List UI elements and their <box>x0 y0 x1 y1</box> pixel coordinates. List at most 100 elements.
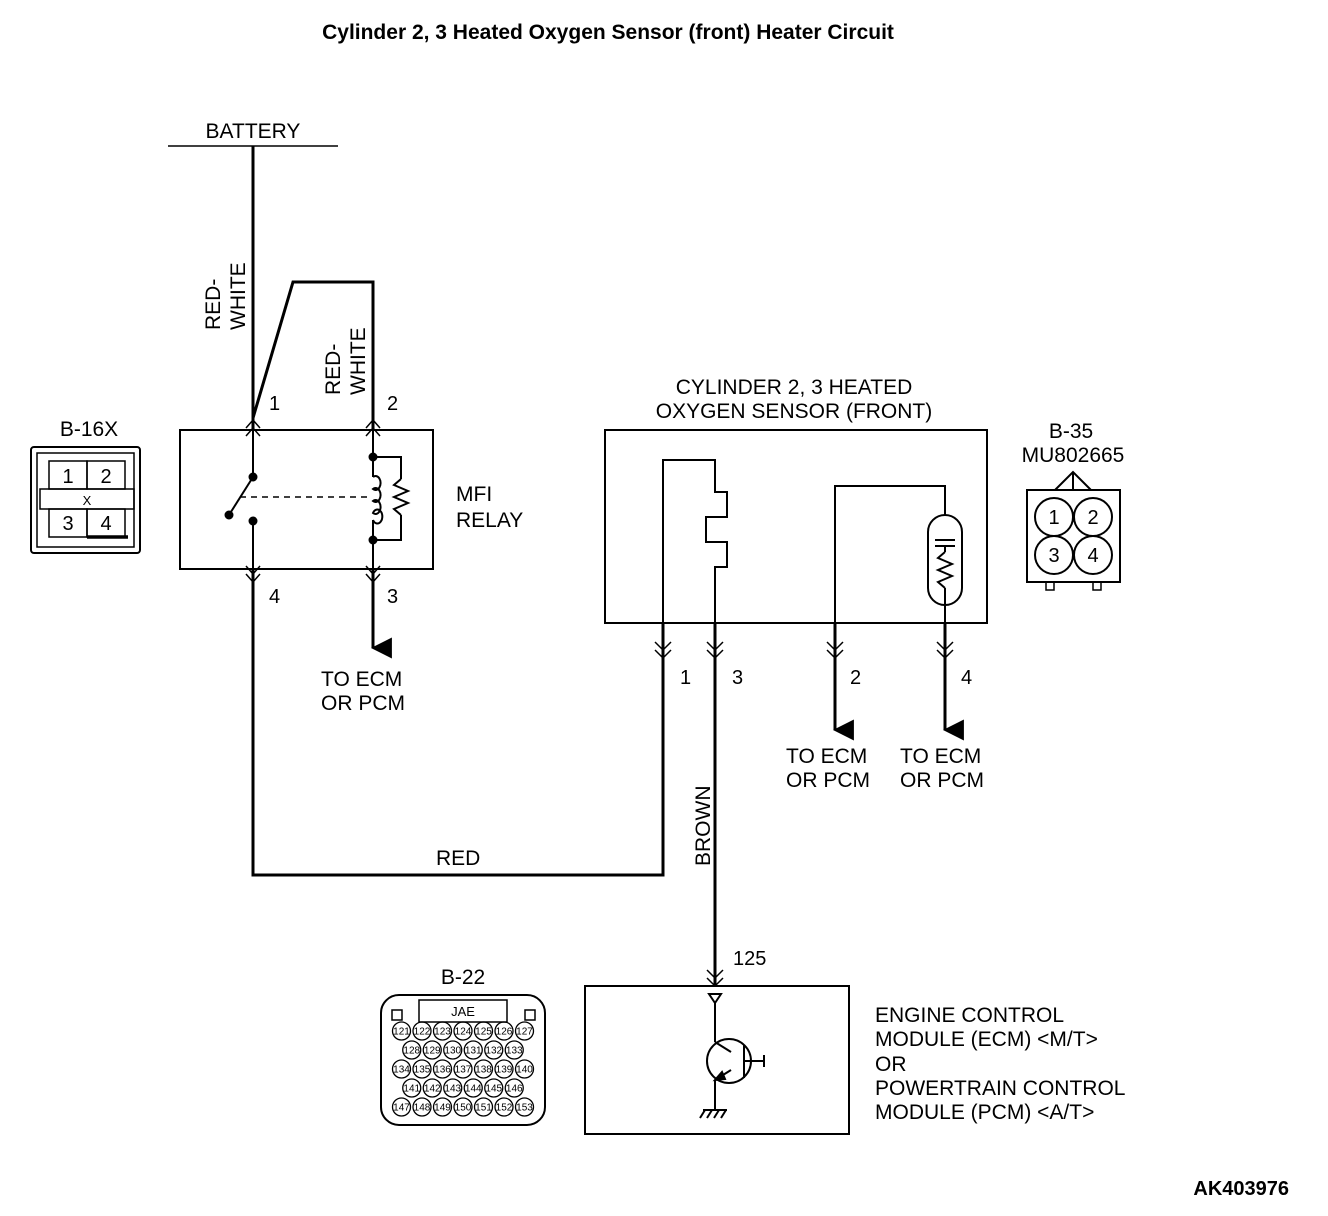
sensor-pin-2: 2 <box>850 667 861 689</box>
relay-pin-4: 4 <box>269 586 280 608</box>
b22-pin-number: 123 <box>434 1027 451 1038</box>
b22-pin-number: 152 <box>496 1103 513 1114</box>
ecm-box <box>584 985 850 1135</box>
svg-text:TO ECM: TO ECM <box>900 745 981 768</box>
b22-connector-brand: JAE <box>451 1004 475 1019</box>
relay-pin-3: 3 <box>387 586 398 608</box>
relay-switch-symbol <box>224 430 368 569</box>
b22-pin-cavity <box>391 1059 412 1079</box>
wire-red-relay-to-sensor <box>251 569 665 877</box>
mfi-relay-label: MFI RELAY <box>456 483 523 532</box>
b22-pin-cavity <box>514 1021 535 1041</box>
b22-pin-cavity <box>402 1078 422 1098</box>
b16x-pin-4: 4 <box>100 513 111 535</box>
sensor-pin4-destination: TO ECM OR PCM <box>900 745 984 792</box>
b22-pin-number: 150 <box>455 1103 472 1114</box>
b22-pin-cavity <box>443 1078 463 1098</box>
wire-label-red: RED <box>436 847 480 870</box>
b22-pin-number: 124 <box>455 1027 472 1038</box>
svg-text:RELAY: RELAY <box>456 509 523 532</box>
sensor-pin-3: 3 <box>732 667 743 689</box>
b35-pin-2: 2 <box>1087 507 1098 529</box>
b22-pin-cavity <box>504 1040 524 1060</box>
b22-pin-number: 138 <box>475 1065 492 1076</box>
svg-text:MODULE (ECM) <M/T>: MODULE (ECM) <M/T> <box>875 1028 1098 1051</box>
svg-text:RED-: RED- <box>322 344 345 395</box>
b22-pin-cavity <box>494 1059 514 1079</box>
ecm-label: ENGINE CONTROL MODULE (ECM) <M/T> OR POW… <box>875 1004 1125 1124</box>
svg-text:OR PCM: OR PCM <box>321 692 405 715</box>
b22-pin-number: 125 <box>475 1027 492 1038</box>
svg-text:CYLINDER 2, 3 HEATED: CYLINDER 2, 3 HEATED <box>676 376 913 399</box>
svg-text:POWERTRAIN CONTROL: POWERTRAIN CONTROL <box>875 1077 1125 1100</box>
heater-element-symbol <box>662 459 728 623</box>
sensor-element-symbol <box>834 485 963 623</box>
b22-pin-cavity <box>463 1040 483 1060</box>
b22-pin-cavity <box>391 1021 412 1041</box>
b22-pin-number: 140 <box>516 1065 533 1076</box>
b22-pin-cavity <box>494 1097 514 1117</box>
svg-text:OR: OR <box>875 1053 907 1076</box>
b22-pin-number: 148 <box>414 1103 431 1114</box>
b22-pin-cavity <box>463 1078 483 1098</box>
b16x-pin-2: 2 <box>100 466 111 488</box>
b22-pin-number: 144 <box>465 1084 482 1095</box>
svg-text:B-35: B-35 <box>1049 420 1093 443</box>
wire-label-red-white-1: RED- WHITE <box>202 262 250 330</box>
svg-text:RED-: RED- <box>202 279 225 330</box>
b16x-pin-3: 3 <box>62 513 73 535</box>
b22-pin-cavity <box>443 1040 463 1060</box>
b22-pin-number: 129 <box>424 1046 441 1057</box>
svg-text:ENGINE CONTROL: ENGINE CONTROL <box>875 1004 1064 1027</box>
b35-pin-3: 3 <box>1048 545 1059 567</box>
figure-id: AK403976 <box>1193 1178 1289 1200</box>
b22-pin-cavity <box>473 1059 494 1079</box>
b22-pin-number: 132 <box>485 1046 502 1057</box>
b22-pin-cavity <box>422 1078 442 1098</box>
b22-pin-cavity <box>412 1059 432 1079</box>
b22-pin-number: 153 <box>516 1103 533 1114</box>
relay-pin-1: 1 <box>269 393 280 415</box>
ecm-transistor-symbol <box>699 993 765 1119</box>
b22-pin-cavity <box>514 1097 535 1117</box>
b22-pin-number: 133 <box>506 1046 523 1057</box>
b16x-connector-label: B-16X <box>60 418 118 441</box>
b22-pin-number: 130 <box>444 1046 461 1057</box>
b22-pin-number: 128 <box>403 1046 420 1057</box>
b22-pin-number: 134 <box>393 1065 410 1076</box>
svg-text:OXYGEN SENSOR (FRONT): OXYGEN SENSOR (FRONT) <box>656 400 933 423</box>
b22-pin-cavity <box>432 1021 453 1041</box>
b22-pin-cavity <box>473 1021 494 1041</box>
b22-pin-cavity <box>484 1078 504 1098</box>
b22-pin-number: 126 <box>496 1027 513 1038</box>
b22-pin-cavity <box>514 1059 535 1079</box>
b22-pin-number: 122 <box>414 1027 431 1038</box>
b22-pin-number: 147 <box>393 1103 410 1114</box>
b22-pin-cavity <box>453 1097 473 1117</box>
ecm-terminal-125: 125 <box>733 948 766 970</box>
wire-battery-relay-pin2 <box>251 280 375 430</box>
b22-pin-number: 151 <box>475 1103 492 1114</box>
diagram-title: Cylinder 2, 3 Heated Oxygen Sensor (fron… <box>322 21 894 44</box>
relay-pin3-destination: TO ECM OR PCM <box>321 668 405 715</box>
b22-pin-cavity <box>432 1059 453 1079</box>
b22-pin-number: 136 <box>434 1065 451 1076</box>
svg-text:MFI: MFI <box>456 483 492 506</box>
b22-pin-number: 121 <box>393 1027 410 1038</box>
b16x-connector-face <box>30 446 141 554</box>
b22-pin-cavity <box>504 1078 524 1098</box>
b22-pin-cavity <box>494 1021 514 1041</box>
b35-connector-face <box>1026 470 1121 591</box>
b22-pin-number: 135 <box>414 1065 431 1076</box>
svg-text:TO ECM: TO ECM <box>786 745 867 768</box>
b22-pin-number: 145 <box>485 1084 502 1095</box>
b22-pin-number: 143 <box>444 1084 461 1095</box>
svg-text:TO ECM: TO ECM <box>321 668 402 691</box>
wire-label-red-white-2: RED- WHITE <box>322 327 370 395</box>
b22-pin-cavity <box>484 1040 504 1060</box>
b22-pin-cavity <box>412 1097 432 1117</box>
oxygen-sensor-box <box>604 429 988 624</box>
b35-pin-1: 1 <box>1048 507 1059 529</box>
